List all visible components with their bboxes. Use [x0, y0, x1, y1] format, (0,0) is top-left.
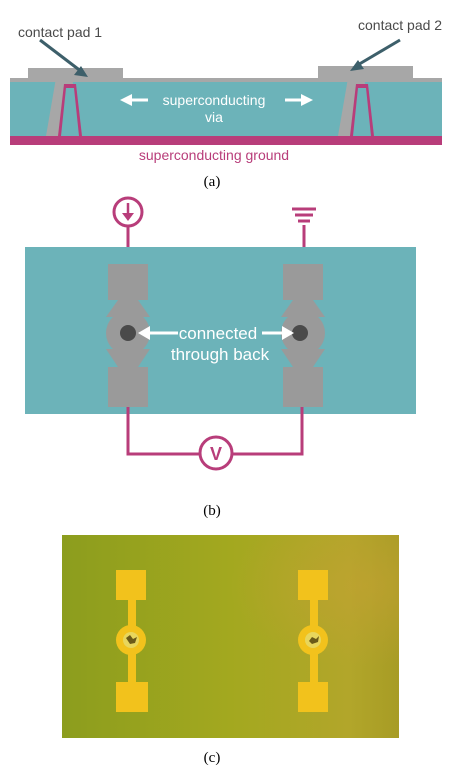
device-left-via-dot — [120, 325, 136, 341]
label-through-back: through back — [171, 345, 270, 364]
caption-c: (c) — [204, 750, 221, 766]
photo-right-upper-trace — [310, 598, 318, 628]
photo-right-lower-trace — [310, 654, 318, 684]
label-connected: connected — [179, 324, 257, 343]
ground-plane — [10, 136, 442, 145]
current-arrow-head — [122, 213, 134, 221]
via-arrow-right-head — [301, 94, 313, 106]
device-left-lower-neck — [106, 349, 150, 367]
top-coating — [10, 78, 442, 82]
cross-section-diagram: contact pad 1 contact pad 2 superconduct… — [10, 17, 442, 190]
connect-arrow-right-head — [282, 326, 294, 340]
voltmeter-icon — [198, 435, 234, 471]
photo-background-tint — [62, 535, 399, 738]
photo-right-top-pad — [298, 570, 328, 600]
device-left — [106, 264, 150, 407]
photo-right-bottom-pad — [298, 682, 328, 712]
wire-voltmeter-right — [232, 407, 304, 456]
photo-left-upper-trace — [128, 598, 136, 628]
device-left-top-pad — [108, 264, 148, 300]
photo-right-via-spot — [309, 636, 319, 644]
pad2-pointer-line — [355, 38, 401, 68]
label-via-line-1: superconducting — [163, 92, 266, 108]
photo-left-via-spot — [126, 635, 137, 644]
device-right-bottom-pad — [283, 367, 323, 407]
panel-a-cross-section: contact pad 1 contact pad 2 superconduct… — [0, 0, 461, 200]
label-contact-pad-1: contact pad 1 — [18, 24, 102, 40]
wire-voltmeter-left — [126, 407, 200, 456]
label-ground: superconducting ground — [139, 147, 289, 163]
photo-left-bottom-pad — [116, 682, 148, 712]
device-left-upper-neck — [106, 300, 150, 317]
label-contact-pad-2: contact pad 2 — [358, 17, 442, 33]
device-right-lower-neck — [281, 349, 325, 367]
panel-b-schematic: connected through back V (b) — [0, 195, 461, 525]
device-right-via-dot — [292, 325, 308, 341]
contact-pad-2 — [318, 66, 413, 80]
device-right — [281, 264, 325, 407]
pad2-arrowhead — [350, 60, 364, 71]
caption-b: (b) — [203, 503, 221, 519]
device-photo: (c) — [62, 535, 399, 766]
device-right-top-pad — [283, 264, 323, 300]
device-right-upper-neck — [281, 300, 325, 317]
photo-device-left — [116, 570, 148, 712]
photo-left-top-pad — [116, 570, 146, 600]
panel-c-photo: (c) — [0, 530, 461, 779]
substrate-top-view — [25, 247, 416, 414]
pad1-pointer-line — [39, 38, 83, 74]
pad1-arrowhead — [74, 66, 88, 77]
via-left-fill — [61, 88, 79, 136]
label-via-line-2: via — [205, 109, 223, 125]
device-left-bottom-pad — [108, 367, 148, 407]
via-right-fill — [353, 88, 371, 136]
photo-device-right — [298, 570, 328, 712]
via-arrow-left-head — [120, 94, 132, 106]
schematic-diagram: connected through back V (b) — [25, 196, 416, 519]
voltmeter-symbol: V — [210, 444, 222, 464]
caption-a: (a) — [204, 174, 221, 190]
connect-arrow-left-head — [138, 326, 150, 340]
photo-left-lower-trace — [128, 654, 136, 684]
